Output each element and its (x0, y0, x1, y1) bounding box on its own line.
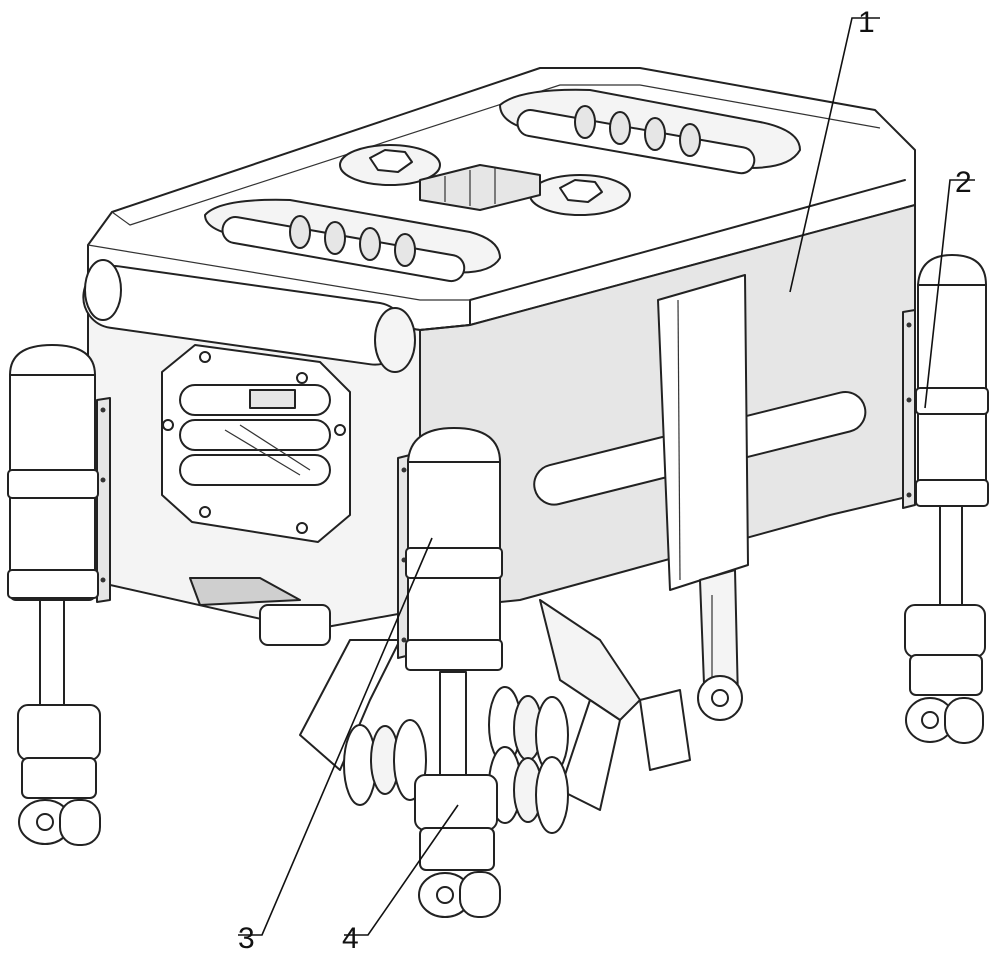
callout-3: 3 (238, 537, 433, 955)
callout-2-label: 2 (955, 166, 972, 199)
callout-2: 2 (924, 166, 975, 409)
top-roller-right (499, 88, 801, 175)
callout-4: 4 (342, 804, 459, 955)
callout-1: 1 (789, 6, 880, 293)
leg-left (7, 344, 111, 846)
front-window (161, 344, 351, 543)
side-bracket (657, 274, 749, 721)
callout-1-label: 1 (858, 6, 875, 39)
top-roller-left (204, 198, 501, 283)
leg-right (902, 254, 989, 744)
leg-front (397, 427, 503, 918)
callout-3-label: 3 (238, 922, 255, 955)
callout-4-label: 4 (342, 922, 359, 955)
top-center-fittings (339, 144, 631, 216)
